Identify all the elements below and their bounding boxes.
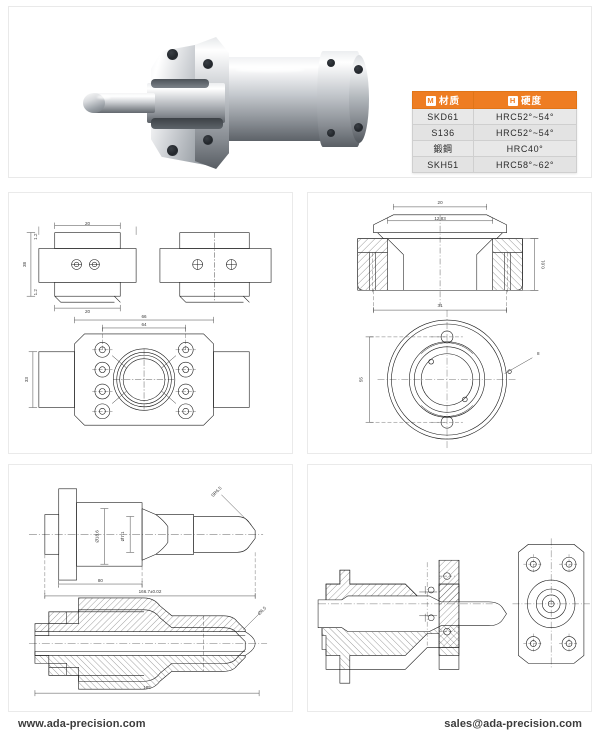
table-row: SKH51 HRC58°~62° [411, 156, 577, 173]
dim-label: Ø18.6 [94, 530, 99, 543]
cell-hardness: HRC40° [473, 140, 577, 157]
dim-label: 55 [359, 377, 364, 383]
cell-hardness: HRC58°~62° [473, 156, 577, 173]
photo-key-slot-bottom [151, 118, 223, 129]
cell-material: 鍛鋼 [411, 140, 475, 157]
photo-rear-flange-face [349, 55, 369, 143]
dim-label: 31 [438, 303, 444, 308]
drawing-panel-top-side-views: 20 20 66 64 38 1.2 1.2 33 [8, 192, 293, 454]
dim-label: SR6.5 [210, 485, 223, 498]
dim-label: 33 [24, 377, 29, 383]
hardness-badge-icon: H [508, 96, 519, 107]
dim-label: Ø6.5 [257, 605, 268, 616]
cell-hardness: HRC52°~54° [473, 108, 577, 125]
dim-label: Ø7.1 [120, 531, 125, 541]
cell-material: S136 [411, 124, 475, 141]
cell-material: SKD61 [411, 108, 475, 125]
photo-bolt-hole [327, 59, 335, 67]
photo-highlight [97, 95, 111, 99]
drawing-panel-assembly-section [307, 464, 592, 712]
header-material-label: 材质 [439, 96, 461, 107]
footer-email[interactable]: sales@ada-precision.com [444, 718, 582, 730]
cell-hardness: HRC52°~54° [473, 124, 577, 141]
product-photo [55, 23, 375, 169]
photo-bolt-hole [167, 49, 178, 60]
dim-label: 80 [98, 578, 104, 583]
material-badge-icon: M [426, 96, 437, 107]
dim-label: 166.7±0.02 [139, 589, 162, 594]
drawing-svg-p1: 20 20 66 64 38 1.2 1.2 33 [22, 221, 272, 426]
drawing-panel-section-front-views: 20 12.83 31 0.01 [307, 192, 592, 454]
dim-label: 185 [143, 685, 151, 690]
footer-website[interactable]: www.ada-precision.com [18, 718, 146, 730]
photo-bolt-hole [354, 123, 363, 132]
dim-label: 38 [22, 261, 27, 267]
table-row: S136 HRC52°~54° [411, 124, 577, 141]
photo-highlight [235, 67, 305, 72]
photo-bolt-hole [203, 135, 213, 145]
dim-label: 20 [85, 221, 91, 226]
drawing-svg-p3: 80 166.7±0.02 Ø18.6 Ø7.1 SR6.5 [28, 485, 268, 697]
dim-label: 12.83 [434, 216, 446, 221]
drawing-panel-shaft-profile: 80 166.7±0.02 Ø18.6 Ø7.1 SR6.5 [8, 464, 293, 712]
drawing-svg-p4 [317, 538, 590, 684]
photo-bolt-hole [203, 59, 213, 69]
dim-label: 66 [142, 314, 148, 319]
photo-mid-shaft [147, 83, 225, 123]
photo-bolt-hole [354, 65, 363, 74]
dim-label: 1.2 [33, 289, 38, 296]
drawing-svg-p2: 20 12.83 31 0.01 [357, 200, 545, 450]
dim-label: 0.01 [540, 260, 545, 269]
cell-material: SKH51 [411, 156, 475, 173]
table-row: SKD61 HRC52°~54° [411, 108, 577, 125]
dim-label: 64 [142, 322, 148, 327]
photo-key-slot-top [151, 79, 209, 88]
dim-label: 1.2 [33, 233, 38, 240]
header-hardness-label: 硬度 [521, 96, 543, 107]
table-row: 鍛鋼 HRC40° [411, 140, 577, 157]
dim-label: 20 [85, 309, 91, 314]
dim-label: 20 [438, 200, 444, 205]
photo-bolt-hole [167, 145, 178, 156]
dim-label: 8 [537, 351, 540, 356]
photo-bolt-hole [327, 129, 335, 137]
